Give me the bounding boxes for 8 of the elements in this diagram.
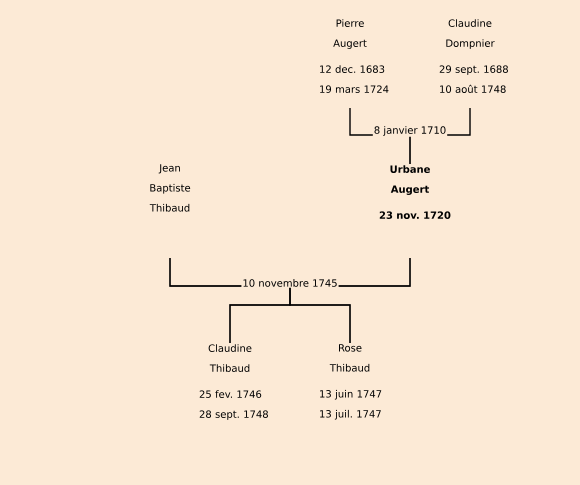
marriage-date: 10 novembre 1745 [241,278,339,288]
person-entry: Claudine Thibaud 25 fev. 1746 28 sept. 1748 [200,344,268,420]
person-entry: Claudine Dompnier 29 sept. 1688 10 août 1748 [440,19,508,93]
marriage-date: 8 janvier 1710 [372,125,448,137]
person-entry: Rose Thibaud 13 juin 1747 13 juil. 1747 [320,344,382,420]
person-entry: Pierre Augert 12 dec. 1683 19 mars 1724 [320,19,388,93]
person-entry: Urbane Augert 23 nov. 1720 [380,165,450,219]
person-entry: Jean Baptiste Thibaud [150,164,190,212]
